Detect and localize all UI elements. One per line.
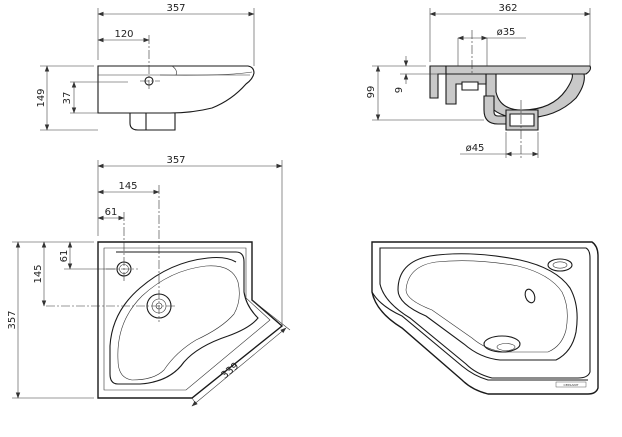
persp-overflow [524, 288, 536, 304]
section-drain-diameter-label: ø35 [497, 27, 516, 38]
section-rim [445, 65, 592, 75]
top-depth-label: 357 [7, 310, 18, 329]
persp-drain [483, 335, 521, 353]
top-bowl-inner [117, 265, 240, 381]
top-bowl [109, 251, 259, 385]
top-drain-y-label: 145 [33, 264, 44, 283]
perspective-view: CERSANIT [371, 241, 599, 395]
top-tap-y-label: 61 [59, 250, 70, 263]
section-width-label: 362 [498, 3, 517, 14]
section-rim-thickness-label: 9 [394, 87, 405, 93]
side-basin-outline [97, 65, 255, 114]
section-view: 362 ø35 99 9 ø45 [366, 3, 592, 160]
side-basin-inner-curve [159, 71, 253, 76]
section-height-label: 99 [366, 86, 377, 99]
side-drain-offset-label: 120 [114, 29, 133, 40]
top-width-label: 357 [166, 155, 185, 166]
section-wall-bracket [429, 65, 447, 99]
side-width-label: 357 [166, 3, 185, 14]
persp-tap-hole [547, 258, 573, 272]
side-height-label: 149 [36, 88, 47, 107]
side-view: 357 120 149 37 [36, 3, 255, 131]
top-tap-x-label: 61 [105, 207, 118, 218]
top-view: 357 145 61 61 145 357 339 [7, 155, 291, 407]
top-drain-x-label: 145 [118, 181, 137, 192]
top-diagonal-label: 339 [220, 361, 242, 382]
section-trap-diameter-label: ø45 [466, 143, 485, 154]
svg-text:CERSANIT: CERSANIT [563, 383, 578, 387]
persp-front-edge [371, 291, 588, 381]
brand-logo [555, 381, 587, 388]
side-drain-height-label: 37 [62, 92, 73, 105]
side-rim-inner [171, 65, 177, 76]
persp-bowl [397, 253, 578, 361]
persp-outline [371, 241, 599, 395]
top-rim-line [103, 247, 271, 391]
persp-rim-top [379, 247, 591, 379]
side-trap [129, 113, 176, 131]
top-basin-outline [97, 241, 284, 399]
persp-bowl-inner [405, 260, 568, 353]
